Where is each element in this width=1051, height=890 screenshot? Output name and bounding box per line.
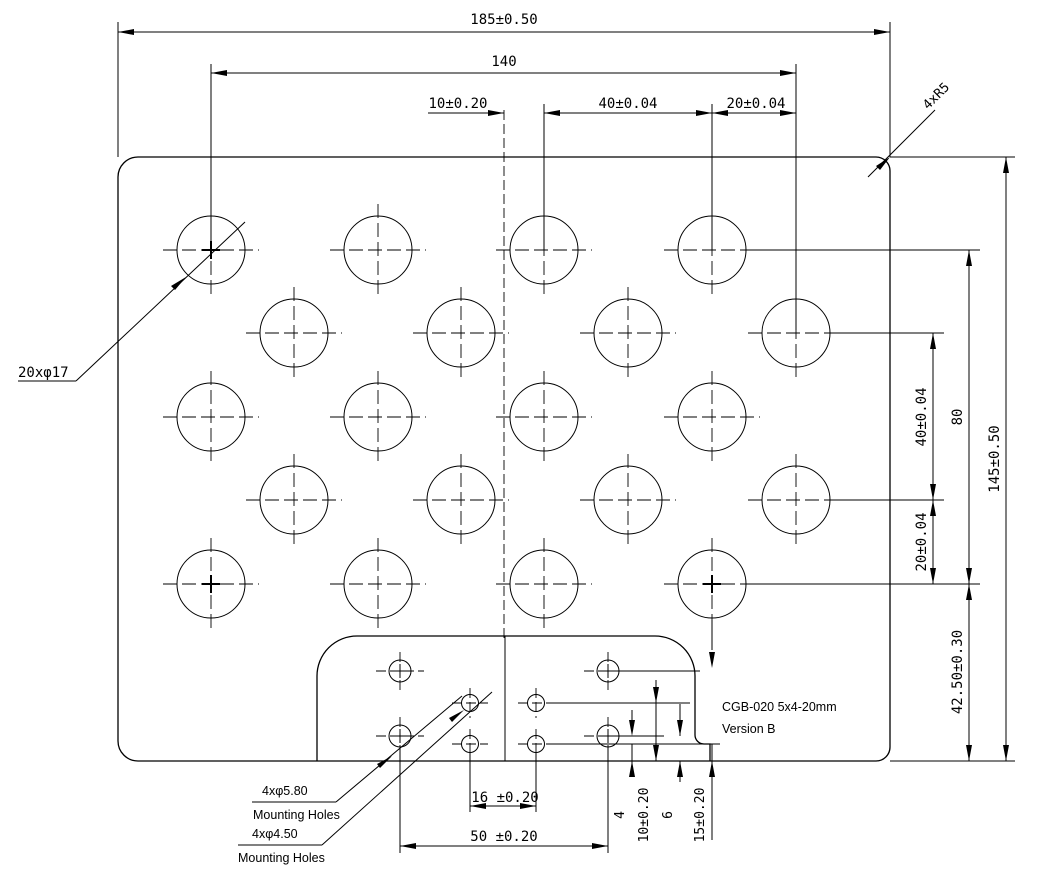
corner-radius-callout: 4xR5 bbox=[867, 80, 953, 178]
large-hole bbox=[413, 454, 509, 546]
large-hole bbox=[580, 287, 676, 379]
large-hole bbox=[664, 371, 760, 463]
dim-15-label: 15±0.20 bbox=[693, 788, 708, 843]
mounting-hole-small bbox=[452, 688, 488, 718]
large-hole bbox=[664, 538, 760, 630]
large-hole bbox=[496, 371, 592, 463]
span-80-label: 80 bbox=[950, 409, 966, 426]
large-hole bbox=[330, 538, 426, 630]
mounting-large-desc: Mounting Holes bbox=[253, 808, 340, 822]
large-hole bbox=[330, 204, 426, 296]
mounting-small-label: 4xφ4.50 bbox=[252, 827, 298, 841]
corner-radius-label: 4xR5 bbox=[920, 80, 953, 113]
large-hole bbox=[330, 371, 426, 463]
overall-height-label: 145±0.50 bbox=[987, 425, 1003, 492]
mounting-small-desc: Mounting Holes bbox=[238, 851, 325, 865]
dim-4-label: 4 bbox=[613, 811, 628, 819]
hole-diameter-callout: 20xφ17 bbox=[18, 221, 246, 382]
dim-mounting-bottom: 16 ±0.20 50 ±0.20 bbox=[399, 747, 609, 853]
pitch-40-vertical-label: 40±0.04 bbox=[914, 387, 930, 446]
large-hole bbox=[580, 454, 676, 546]
spacing-50-label: 50 ±0.20 bbox=[470, 829, 537, 845]
hole-span-label: 140 bbox=[491, 54, 516, 70]
large-hole bbox=[413, 287, 509, 379]
pitch-20-vertical-label: 20±0.04 bbox=[914, 512, 930, 571]
mounting-hole-large bbox=[376, 652, 424, 690]
dim-row-top: 10±0.20 40±0.04 20±0.04 bbox=[428, 96, 796, 250]
large-hole-grid bbox=[163, 204, 844, 630]
overall-width-label: 185±0.50 bbox=[470, 12, 537, 28]
large-hole bbox=[496, 538, 592, 630]
large-hole bbox=[748, 454, 844, 546]
large-hole bbox=[163, 538, 259, 630]
hole-callout-label: 20xφ17 bbox=[18, 365, 69, 381]
mounting-hole-large bbox=[584, 652, 632, 690]
offset-10-label: 10±0.20 bbox=[428, 96, 487, 112]
mounting-holes bbox=[376, 652, 632, 759]
dim-10-label: 10±0.20 bbox=[637, 788, 652, 843]
product-version: Version B bbox=[722, 722, 776, 736]
plate-outline bbox=[117, 156, 891, 762]
mounting-callouts: 4xφ5.80 Mounting Holes 4xφ4.50 Mounting … bbox=[238, 691, 493, 865]
dim-mounting-right: 4 10±0.20 6 15±0.20 bbox=[548, 620, 720, 842]
dim-hole-span: 140 bbox=[210, 54, 797, 330]
dim-6-label: 6 bbox=[661, 811, 676, 819]
mounting-large-label: 4xφ5.80 bbox=[262, 784, 308, 798]
bottom-offset-label: 42.50±0.30 bbox=[950, 630, 966, 714]
product-name: CGB-020 5x4-20mm bbox=[722, 700, 837, 714]
mounting-recess-outline bbox=[316, 635, 711, 761]
dim-right-side: 40±0.04 20±0.04 80 42.50±0.30 145±0.50 bbox=[746, 156, 1015, 762]
dim-overall-width: 185±0.50 bbox=[117, 12, 891, 157]
large-hole bbox=[246, 454, 342, 546]
pitch-40-label: 40±0.04 bbox=[598, 96, 657, 112]
pitch-20-label: 20±0.04 bbox=[726, 96, 785, 112]
large-hole bbox=[246, 287, 342, 379]
spacing-16-label: 16 ±0.20 bbox=[471, 790, 538, 806]
large-hole bbox=[163, 371, 259, 463]
